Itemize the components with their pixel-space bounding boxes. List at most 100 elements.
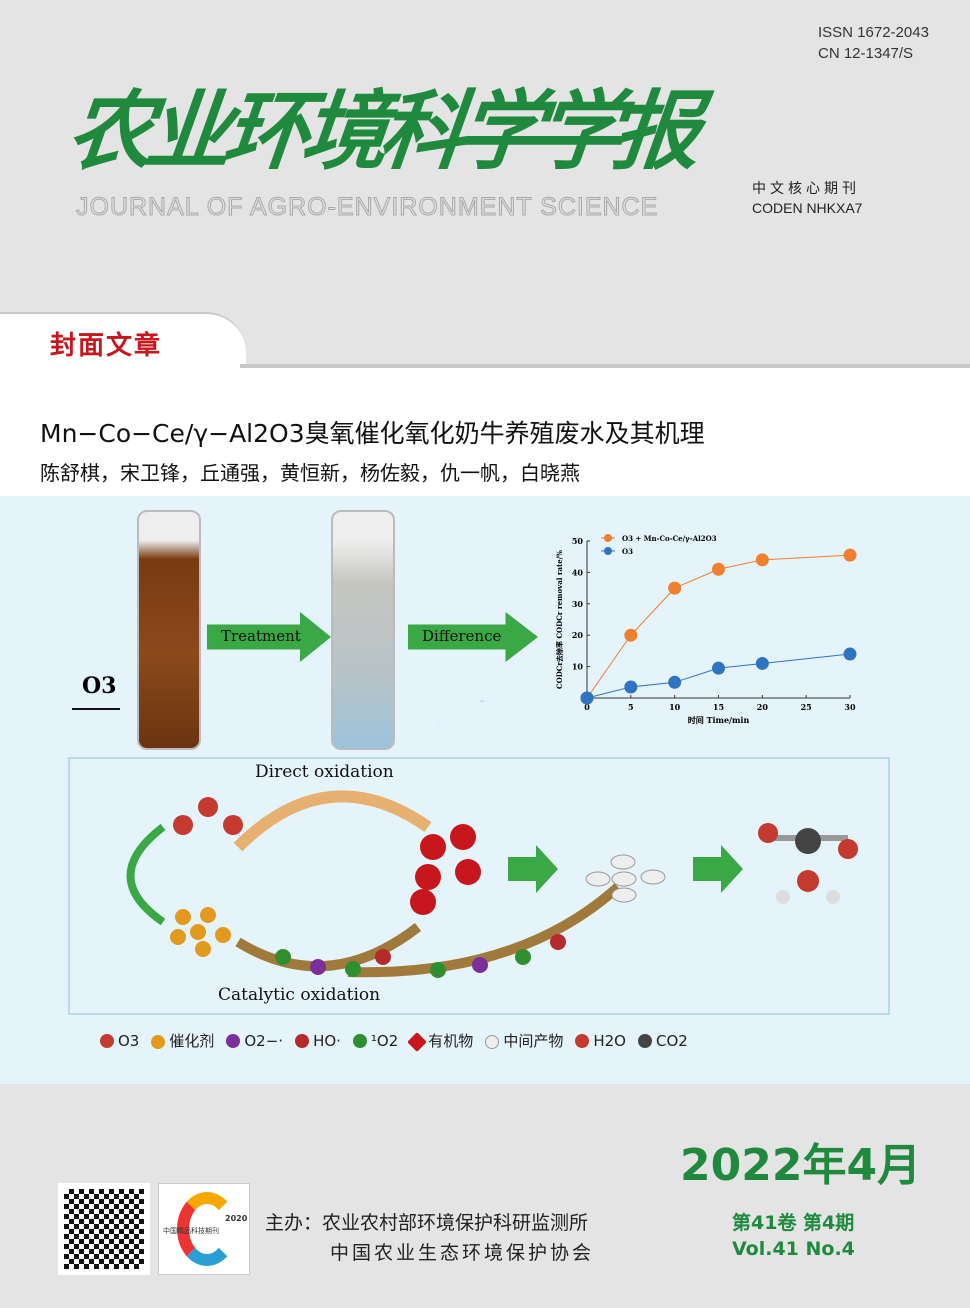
legend-co2: CO2 bbox=[637, 1031, 688, 1050]
data-point bbox=[624, 628, 638, 642]
arrow-to-intermediates bbox=[508, 845, 558, 893]
figure-legend: O3 催化剂 O2−· HO· ¹O2 有机物 中间产物 H2O CO2 bbox=[100, 1030, 688, 1052]
journal-title-en: JOURNAL OF AGRO-ENVIRONMENT SCIENCE bbox=[75, 193, 659, 222]
legend-label: 有机物 bbox=[428, 1032, 474, 1050]
x-tick-label: 0 bbox=[584, 702, 590, 712]
legend-label: 中间产物 bbox=[503, 1032, 564, 1050]
ozone-molecule bbox=[173, 797, 243, 835]
mechanism-box bbox=[68, 757, 890, 1015]
volume-cn: 第41卷 第4期 bbox=[732, 1212, 855, 1234]
treatment-label: Treatment bbox=[221, 627, 301, 645]
divider bbox=[240, 364, 970, 368]
data-point bbox=[843, 548, 857, 562]
legend-label: 催化剂 bbox=[169, 1032, 215, 1050]
y-tick-label: 10 bbox=[572, 662, 584, 672]
data-point bbox=[668, 675, 682, 689]
catalytic-oxidation-label: Catalytic oxidation bbox=[218, 985, 381, 1005]
sponsors: 主办：农业农村部环境保护科研监测所中国农业生态环境保护协会 bbox=[265, 1208, 594, 1268]
water-icon bbox=[575, 1034, 590, 1048]
legend-label: O2−· bbox=[244, 1031, 284, 1050]
issn: ISSN 1672-2043 bbox=[818, 24, 929, 41]
x-tick-label: 5 bbox=[628, 702, 634, 712]
o3-arrow bbox=[72, 708, 120, 710]
cycle-arrow bbox=[126, 823, 166, 926]
mechanism-diagram bbox=[126, 790, 858, 978]
x-tick-label: 15 bbox=[713, 702, 724, 712]
treated-water-tube bbox=[331, 510, 395, 750]
journal-title-cn: 农业环境科学学报 bbox=[62, 81, 698, 182]
catalytic-arrow bbox=[235, 923, 422, 972]
legend-label: CO2 bbox=[655, 1031, 688, 1050]
catalytic-arrow-2 bbox=[347, 883, 622, 978]
y-tick-label: 50 bbox=[572, 536, 584, 546]
x-tick-label: 25 bbox=[801, 702, 812, 712]
organics-icon bbox=[407, 1031, 428, 1052]
issue-date: 2022年4月 bbox=[680, 1140, 922, 1191]
volume-en: Vol.41 No.4 bbox=[732, 1238, 855, 1260]
coden: CODEN NHKXA7 bbox=[752, 200, 863, 216]
difference-label: Difference bbox=[422, 627, 502, 645]
radicals bbox=[275, 934, 566, 978]
qr-pattern bbox=[64, 1189, 144, 1269]
logo-year: 2020 bbox=[225, 1214, 248, 1223]
data-point bbox=[712, 562, 725, 576]
article-authors: 陈舒棋，宋卫锋，丘通强，黄恒新，杨佐毅，仇一帆，白晓燕 bbox=[40, 461, 580, 485]
y-axis-label: CODCr去除率 CODCr removal rate/% bbox=[555, 550, 564, 689]
article-title[interactable]: Mn−Co−Ce/γ−Al2O3臭氧催化氧化奶牛养殖废水及其机理 bbox=[40, 419, 705, 448]
legend-h2o: H2O bbox=[575, 1032, 626, 1050]
y-tick-label: 20 bbox=[572, 630, 584, 640]
cover-tab bbox=[0, 312, 246, 368]
qr-code[interactable] bbox=[58, 1183, 150, 1275]
arrow-to-products bbox=[693, 845, 743, 893]
data-point bbox=[843, 647, 857, 661]
legend-o3: O3 bbox=[100, 1032, 139, 1050]
organics-cluster bbox=[410, 824, 481, 915]
superoxide-icon bbox=[226, 1034, 241, 1048]
ozone-icon bbox=[100, 1034, 114, 1048]
legend-label: O3 + Mn-Co-Ce/γ-Al2O3 bbox=[622, 534, 717, 543]
volume-info: 第41卷 第4期 Vol.41 No.4 bbox=[732, 1210, 855, 1262]
legend-label: H2O bbox=[593, 1031, 626, 1050]
h2o-molecule bbox=[776, 870, 840, 904]
legend-label: HO· bbox=[313, 1031, 341, 1050]
sponsor-1: 主办：农业农村部环境保护科研监测所 bbox=[265, 1212, 589, 1234]
x-tick-label: 10 bbox=[669, 702, 681, 712]
issn-block: ISSN 1672-2043 CN 12-1347/S bbox=[818, 22, 929, 64]
sponsor-2: 中国农业生态环境保护协会 bbox=[330, 1242, 595, 1264]
catalyst-icon bbox=[151, 1034, 166, 1049]
o3-label: O3 bbox=[82, 673, 117, 699]
co2-molecule bbox=[758, 823, 858, 859]
singlet-oxygen-icon bbox=[352, 1034, 367, 1048]
direct-oxidation-label: Direct oxidation bbox=[255, 762, 394, 782]
direct-arrow bbox=[233, 790, 432, 852]
data-point bbox=[755, 553, 769, 567]
x-tick-label: 20 bbox=[757, 702, 769, 712]
data-point bbox=[624, 680, 638, 694]
data-point bbox=[755, 656, 769, 670]
x-axis-label: 时间 Time/min bbox=[688, 715, 750, 725]
co2-icon bbox=[637, 1034, 652, 1048]
x-tick-label: 30 bbox=[844, 702, 856, 712]
quality-journal-logo: 中国精品科技期刊 2020 bbox=[158, 1183, 250, 1275]
legend-hydroxyl: HO· bbox=[295, 1032, 341, 1050]
raw-wastewater-tube bbox=[137, 510, 201, 750]
legend-singlet-oxygen: ¹O2 bbox=[352, 1032, 398, 1050]
legend-organics: 有机物 bbox=[407, 1030, 474, 1052]
legend-intermediates: 中间产物 bbox=[485, 1030, 563, 1051]
legend-label: O3 bbox=[622, 547, 633, 556]
hydroxyl-icon bbox=[295, 1034, 310, 1048]
data-point bbox=[580, 691, 594, 705]
legend-catalyst: 催化剂 bbox=[151, 1030, 214, 1051]
core-label: 中文核心期刊 bbox=[752, 180, 860, 196]
y-tick-label: 40 bbox=[572, 567, 584, 577]
legend-label: O3 bbox=[118, 1031, 140, 1050]
logo-text: 中国精品科技期刊 bbox=[163, 1227, 219, 1235]
data-point bbox=[712, 661, 725, 675]
article-band bbox=[0, 368, 970, 496]
series-line bbox=[586, 653, 851, 699]
legend-superoxide: O2−· bbox=[226, 1032, 283, 1050]
cn-number: CN 12-1347/S bbox=[818, 45, 914, 62]
data-point bbox=[668, 581, 682, 595]
series-line bbox=[586, 554, 851, 699]
